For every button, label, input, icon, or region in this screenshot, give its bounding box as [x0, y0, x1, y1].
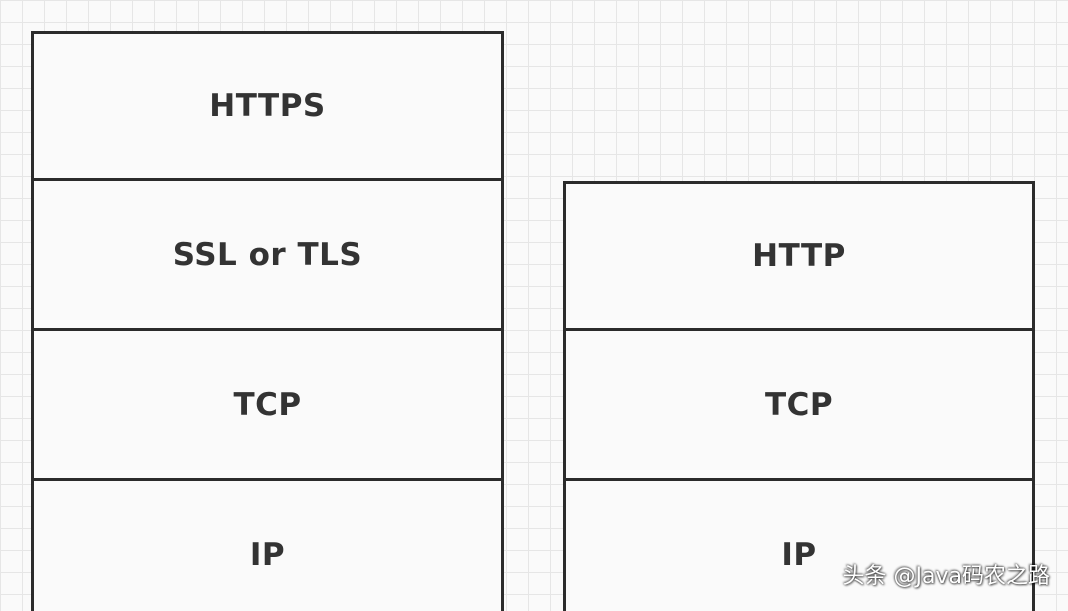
https-layer-label: HTTPS: [209, 88, 326, 124]
tcp-layer: TCP: [566, 331, 1032, 481]
http-layer: HTTP: [566, 184, 1032, 331]
https-protocol-stack: HTTPS SSL or TLS TCP IP: [31, 31, 504, 611]
http-protocol-stack: HTTP TCP IP: [563, 181, 1035, 611]
tcp-layer-label: TCP: [233, 386, 302, 423]
https-layer: HTTPS: [34, 34, 501, 181]
tcp-layer: TCP: [34, 331, 501, 481]
ip-layer: IP: [566, 481, 1032, 611]
ip-layer-label: IP: [781, 536, 817, 573]
tcp-layer-label: TCP: [764, 386, 834, 423]
http-layer-label: HTTP: [752, 238, 846, 274]
ip-layer: IP: [34, 481, 501, 611]
ssl-tls-layer: SSL or TLS: [34, 181, 501, 331]
ssl-tls-layer-label: SSL or TLS: [172, 236, 363, 273]
watermark-text: 头条 @Java码农之路: [842, 564, 1050, 589]
ip-layer-label: IP: [249, 536, 286, 573]
